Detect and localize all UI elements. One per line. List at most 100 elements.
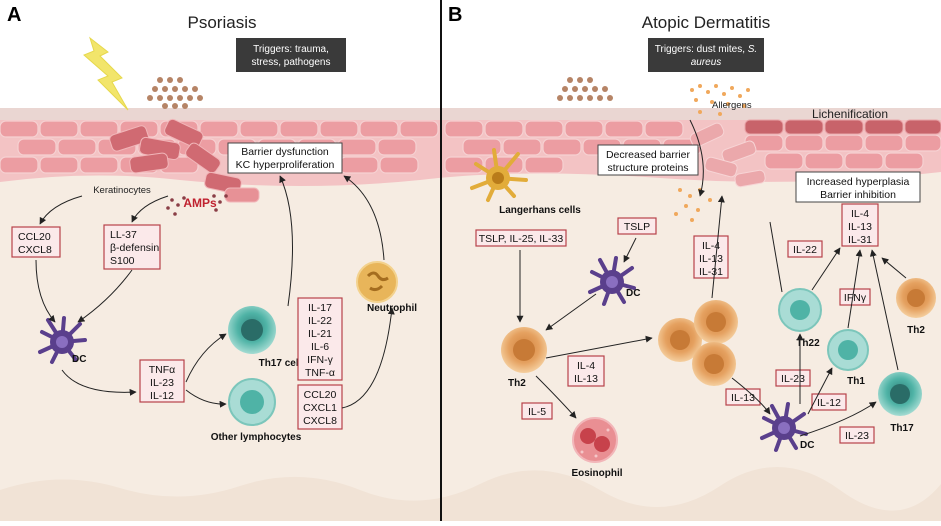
svg-text:structure proteins: structure proteins <box>607 162 688 174</box>
svg-text:IL-5: IL-5 <box>528 406 546 418</box>
svg-text:CCL20: CCL20 <box>304 389 337 401</box>
th22-cell-icon <box>778 288 822 332</box>
svg-text:IL-31: IL-31 <box>848 234 872 246</box>
svg-text:IL-13: IL-13 <box>731 392 755 404</box>
il13-box: IL-13 <box>725 388 761 406</box>
svg-text:TNF-α: TNF-α <box>305 367 335 379</box>
panel-title-psoriasis: Psoriasis <box>188 13 257 32</box>
dendritic-cell-icon <box>38 316 87 364</box>
svg-text:IL-12: IL-12 <box>817 397 841 409</box>
neutrophil-icon <box>356 261 398 303</box>
svg-text:IL-13: IL-13 <box>574 373 598 385</box>
eosinophil-label: Eosinophil <box>571 468 622 479</box>
th17-cell-label: Th17 cell <box>259 358 302 369</box>
svg-text:S100: S100 <box>110 255 135 267</box>
svg-text:CXCL8: CXCL8 <box>303 415 337 427</box>
keratinocytes-label: Keratinocytes <box>93 185 151 196</box>
th2-cell-cluster <box>658 300 738 386</box>
svg-text:CXCL1: CXCL1 <box>303 402 337 414</box>
psoriasis-trigger-box: Triggers: trauma, stress, pathogens <box>236 38 346 72</box>
langerhans-cell-icon <box>470 148 528 202</box>
svg-text:IL-4: IL-4 <box>702 240 720 252</box>
svg-text:β-defensin: β-defensin <box>110 242 159 254</box>
eosinophil-icon <box>572 417 618 463</box>
allergen-particles <box>674 84 750 222</box>
dendritic-cell-icon <box>760 402 808 452</box>
panel-letter-a: A <box>7 4 21 26</box>
svg-text:IL-23: IL-23 <box>845 430 869 442</box>
th2-label-right: Th2 <box>907 325 925 336</box>
lightning-icon <box>83 36 129 111</box>
svg-text:IFNγ: IFNγ <box>844 292 867 304</box>
lichenification-label: Lichenification <box>812 107 888 121</box>
il17-cytokine-box: IL-17 IL-22 IL-21 IL-6 IFN-γ TNF-α <box>297 297 343 381</box>
svg-text:LL-37: LL-37 <box>110 229 137 241</box>
svg-text:Barrier inhibition: Barrier inhibition <box>820 189 896 201</box>
ifng-box: IFNγ <box>839 288 871 306</box>
svg-text:IL-22: IL-22 <box>793 244 817 256</box>
il4-il13-box: IL-4 IL-13 <box>567 355 605 387</box>
svg-text:IL-17: IL-17 <box>308 302 332 314</box>
panel-title-atopic-dermatitis: Atopic Dermatitis <box>642 13 770 32</box>
increased-hyperplasia-box: Increased hyperplasia Barrier inhibition <box>795 171 921 203</box>
svg-text:IL-13: IL-13 <box>848 221 872 233</box>
dc-label-b: DC <box>626 288 640 299</box>
atopic-arrows <box>516 119 907 437</box>
il4-il13-il31-box-right: IL-4 IL-13 IL-31 <box>841 203 879 247</box>
il4-il13-il31-box-center: IL-4 IL-13 IL-31 <box>693 235 729 279</box>
langerhans-cells-label: Langerhans cells <box>499 205 581 216</box>
th17-cell-icon-b <box>878 372 922 416</box>
th17-cell-icon <box>228 306 276 354</box>
decreased-barrier-box: Decreased barrier structure proteins <box>597 144 699 176</box>
lichenified-layer <box>744 119 941 135</box>
svg-text:IL-6: IL-6 <box>311 341 329 353</box>
svg-text:Triggers: trauma,: Triggers: trauma, <box>253 44 329 55</box>
barrier-dysfunction-box: Barrier dysfunction KC hyperproliferatio… <box>227 142 343 174</box>
dermis-layer <box>0 145 941 521</box>
amps-label: AMPs <box>183 196 217 210</box>
il22-box: IL-22 <box>787 240 823 258</box>
svg-text:IL-12: IL-12 <box>150 390 174 402</box>
atopic-trigger-box: Triggers: dust mites, S. aureus <box>648 38 764 72</box>
svg-text:IL-23: IL-23 <box>150 377 174 389</box>
svg-text:IL-13: IL-13 <box>699 253 723 265</box>
svg-text:TSLP, IL-25, IL-33: TSLP, IL-25, IL-33 <box>479 233 564 245</box>
lymphocyte-icon <box>228 378 276 426</box>
amp-list-box: LL-37 β-defensin S100 <box>103 224 161 270</box>
svg-text:IL-31: IL-31 <box>699 266 723 278</box>
svg-text:CCL20: CCL20 <box>18 231 51 243</box>
svg-text:CXCL8: CXCL8 <box>18 244 52 256</box>
svg-text:stress, pathogens: stress, pathogens <box>252 57 331 68</box>
dc-label-b-lower: DC <box>800 440 814 451</box>
th1-label: Th1 <box>847 376 865 387</box>
th1-cell-icon <box>827 329 869 371</box>
psoriasis-arrows <box>35 175 395 409</box>
th22-label: Th22 <box>796 338 820 349</box>
th2-cell-icon <box>501 327 547 373</box>
svg-text:Triggers: dust mites, S.: Triggers: dust mites, S. <box>655 44 757 55</box>
svg-text:TSLP: TSLP <box>624 221 650 233</box>
dc-label-a: DC <box>72 354 86 365</box>
hyperproliferating-cells <box>109 118 260 203</box>
th17-label-b: Th17 <box>890 423 914 434</box>
svg-text:IFN-γ: IFN-γ <box>307 354 333 366</box>
svg-text:IL-21: IL-21 <box>308 328 332 340</box>
svg-text:Increased hyperplasia: Increased hyperplasia <box>807 176 910 188</box>
other-lymphocytes-label: Other lymphocytes <box>211 432 302 443</box>
il12-box: IL-12 <box>811 393 847 411</box>
svg-text:aureus: aureus <box>691 57 722 68</box>
allergens-label: Allergens <box>712 100 752 111</box>
disrupted-barrier-cells <box>689 122 766 188</box>
svg-text:KC hyperproliferation: KC hyperproliferation <box>236 159 335 171</box>
il23-box-lower: IL-23 <box>839 426 875 444</box>
tslp-il25-il33-box: TSLP, IL-25, IL-33 <box>475 229 567 247</box>
svg-text:Decreased barrier: Decreased barrier <box>606 149 691 161</box>
cxcl-chemokine-box: CCL20 CXCL1 CXCL8 <box>297 384 343 430</box>
svg-text:IL-23: IL-23 <box>781 373 805 385</box>
svg-text:IL-4: IL-4 <box>577 360 595 372</box>
svg-text:TNFα: TNFα <box>149 364 175 376</box>
svg-text:IL-4: IL-4 <box>851 208 869 220</box>
pathogen-particles <box>147 77 203 109</box>
